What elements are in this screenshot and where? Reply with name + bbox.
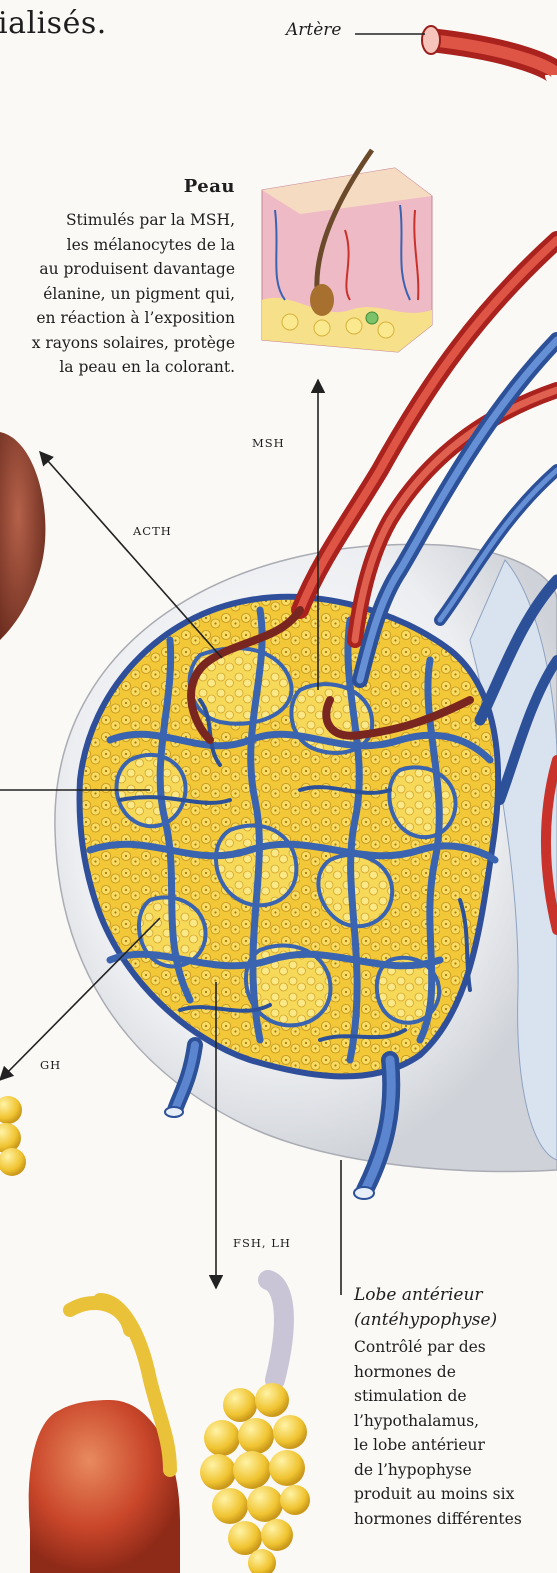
skin-description-line: la peau en la colorant.: [32, 355, 235, 380]
fsh-lh-hormone-label: FSH, LH: [233, 1236, 291, 1250]
anterior-lobe-title: Lobe antérieur (antéhypophyse): [354, 1283, 497, 1333]
skin-description-line: en réaction à l’exposition: [32, 306, 235, 331]
adrenal-organ: [0, 432, 45, 640]
anterior-lobe-description-line: produit au moins six: [354, 1482, 522, 1507]
anterior-lobe-description-line: le lobe antérieur: [354, 1433, 522, 1458]
anterior-lobe-title-line: Lobe antérieur: [354, 1283, 497, 1308]
gh-hormone-label: GH: [40, 1058, 61, 1072]
skin-title: Peau: [184, 176, 235, 197]
skin-description-line: au produisent davantage: [32, 257, 235, 282]
msh-hormone-label: MSH: [252, 436, 285, 450]
skin-description: Stimulés par la MSH, les mélanocytes de …: [32, 208, 235, 380]
anterior-lobe-description: Contrôlé par des hormones de stimulation…: [354, 1335, 522, 1531]
anterior-lobe-description-line: Contrôlé par des: [354, 1335, 522, 1360]
acth-arrow: [40, 452, 222, 658]
anterior-lobe-title-line: (antéhypophyse): [354, 1308, 497, 1333]
acth-hormone-label: ACTH: [133, 524, 172, 538]
skin-section-illustration: [262, 150, 432, 352]
skin-description-line: Stimulés par la MSH,: [32, 208, 235, 233]
skin-description-line: x rayons solaires, protège: [32, 331, 235, 356]
section-heading: ialisés.: [0, 6, 107, 41]
anterior-lobe-description-line: hormones différentes: [354, 1507, 522, 1532]
testis-organ: [29, 1300, 180, 1573]
anterior-lobe-description-line: de l’hypophyse: [354, 1458, 522, 1483]
anterior-lobe-description-line: stimulation de: [354, 1384, 522, 1409]
artery-label: Artère: [286, 20, 341, 40]
liver-bead-cluster: [0, 1096, 26, 1176]
skin-description-line: les mélanocytes de la: [32, 233, 235, 258]
ovary-organ: [200, 1280, 310, 1573]
anterior-lobe-description-line: hormones de: [354, 1360, 522, 1385]
skin-description-line: élanine, un pigment qui,: [32, 282, 235, 307]
anterior-lobe-description-line: l’hypothalamus,: [354, 1409, 522, 1434]
